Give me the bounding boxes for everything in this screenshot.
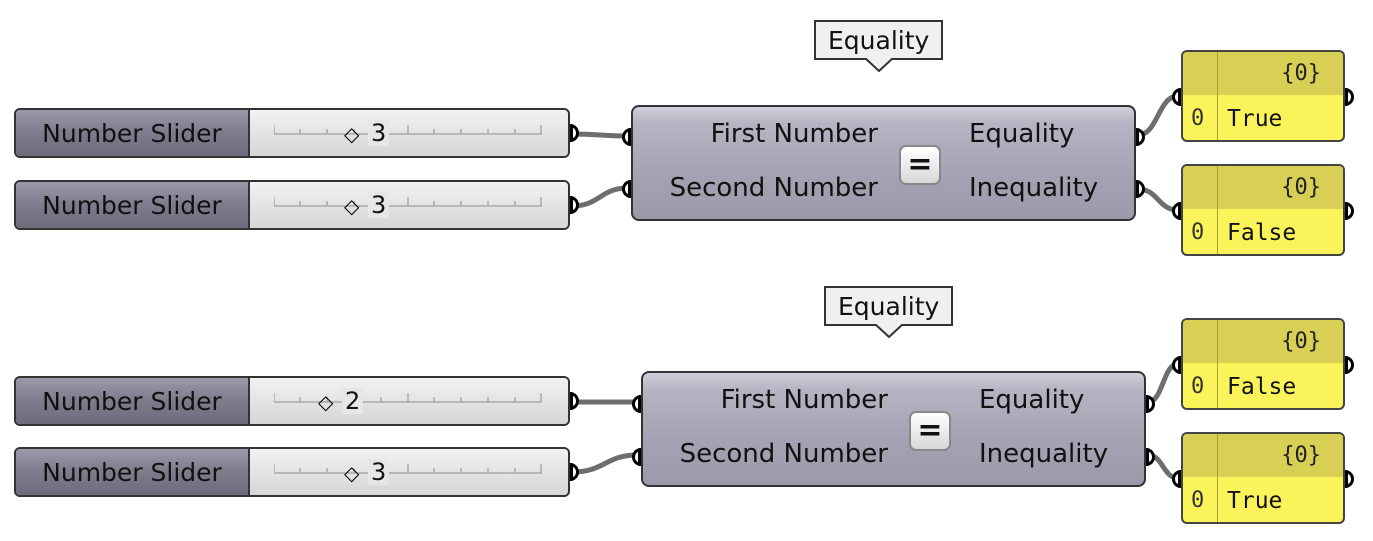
panel-item-value: True bbox=[1227, 488, 1283, 514]
wire[interactable] bbox=[1135, 93, 1181, 138]
input-grip[interactable] bbox=[1172, 202, 1181, 220]
slider-value: 3 bbox=[368, 192, 390, 218]
slider-track[interactable]: ◇ 3 bbox=[250, 110, 568, 156]
panel-branch-path: {0} bbox=[1281, 61, 1321, 86]
output-grip[interactable] bbox=[570, 196, 579, 214]
panel-branch-path: {0} bbox=[1281, 175, 1321, 200]
panel[interactable]: {0} 0 False bbox=[1172, 318, 1354, 410]
panel-branch-path: {0} bbox=[1281, 329, 1321, 354]
tooltip-pointer bbox=[864, 58, 893, 72]
output-equality: Equality bbox=[979, 385, 1085, 415]
input-first-number: First Number bbox=[720, 385, 888, 415]
slider-track[interactable]: ◇ 3 bbox=[250, 449, 568, 495]
slider-label: Number Slider bbox=[16, 378, 250, 424]
output-grip[interactable] bbox=[1345, 470, 1354, 488]
input-second-number: Second Number bbox=[679, 439, 888, 469]
panel-divider bbox=[1217, 434, 1218, 522]
panel[interactable]: {0} 0 True bbox=[1172, 50, 1354, 142]
input-grip[interactable] bbox=[622, 128, 631, 146]
number-slider[interactable]: Number Slider ◇ 3 bbox=[14, 108, 579, 158]
number-slider[interactable]: Number Slider ◇ 3 bbox=[14, 180, 579, 230]
number-slider[interactable]: Number Slider ◇ 2 bbox=[14, 376, 579, 426]
panel-item-index: 0 bbox=[1191, 374, 1205, 399]
output-grip[interactable] bbox=[1345, 88, 1354, 106]
wire[interactable] bbox=[569, 185, 631, 209]
input-second-number: Second Number bbox=[669, 173, 878, 203]
output-grip[interactable] bbox=[1345, 202, 1354, 220]
input-grip[interactable] bbox=[632, 395, 641, 413]
equality-icon: = bbox=[899, 145, 941, 185]
panel-item-value: False bbox=[1227, 374, 1297, 400]
component-tooltip: Equality bbox=[814, 20, 944, 72]
panel-header: {0} bbox=[1183, 166, 1343, 209]
panel-branch-path: {0} bbox=[1281, 443, 1321, 468]
slider-ticks bbox=[274, 464, 542, 474]
input-grip[interactable] bbox=[1172, 470, 1181, 488]
equality-component[interactable]: First Number Second Number = Equality In… bbox=[622, 105, 1145, 221]
slider-track[interactable]: ◇ 2 bbox=[250, 378, 568, 424]
output-inequality: Inequality bbox=[979, 439, 1109, 469]
tooltip-text: Equality bbox=[838, 292, 940, 321]
slider-label: Number Slider bbox=[16, 110, 250, 156]
output-grip[interactable] bbox=[1345, 356, 1354, 374]
output-equality: Equality bbox=[969, 119, 1075, 149]
panel-item-index: 0 bbox=[1191, 220, 1205, 245]
tooltip-pointer bbox=[874, 324, 903, 338]
equality-icon: = bbox=[909, 411, 951, 451]
output-grip[interactable] bbox=[1146, 395, 1155, 413]
panel[interactable]: {0} 0 True bbox=[1172, 432, 1354, 524]
panel-item-index: 0 bbox=[1191, 488, 1205, 513]
number-slider[interactable]: Number Slider ◇ 3 bbox=[14, 447, 579, 497]
output-grip[interactable] bbox=[1136, 180, 1145, 198]
input-first-number: First Number bbox=[710, 119, 878, 149]
tooltip-text: Equality bbox=[828, 26, 930, 55]
panel-item-value: False bbox=[1227, 220, 1297, 246]
equality-component[interactable]: First Number Second Number = Equality In… bbox=[632, 371, 1155, 487]
panel[interactable]: {0} 0 False bbox=[1172, 164, 1354, 256]
output-grip[interactable] bbox=[1146, 448, 1155, 466]
slider-label: Number Slider bbox=[16, 449, 250, 495]
input-grip[interactable] bbox=[632, 448, 641, 466]
panel-item-value: True bbox=[1227, 106, 1283, 132]
panel-header: {0} bbox=[1183, 434, 1343, 477]
input-grip[interactable] bbox=[622, 180, 631, 198]
component-tooltip: Equality bbox=[824, 286, 954, 338]
slider-ticks bbox=[274, 197, 542, 207]
panel-item-index: 0 bbox=[1191, 106, 1205, 131]
panel-divider bbox=[1217, 52, 1218, 140]
output-grip[interactable] bbox=[1136, 128, 1145, 146]
diamond-icon[interactable]: ◇ bbox=[318, 390, 334, 414]
panel-divider bbox=[1217, 166, 1218, 254]
slider-ticks bbox=[274, 125, 542, 135]
output-grip[interactable] bbox=[570, 124, 579, 142]
input-grip[interactable] bbox=[1172, 88, 1181, 106]
diamond-icon[interactable]: ◇ bbox=[344, 194, 360, 218]
slider-value: 3 bbox=[368, 459, 390, 485]
diamond-icon[interactable]: ◇ bbox=[344, 461, 360, 485]
output-grip[interactable] bbox=[570, 392, 579, 410]
slider-track[interactable]: ◇ 3 bbox=[250, 182, 568, 228]
wire[interactable] bbox=[569, 452, 641, 475]
input-grip[interactable] bbox=[1172, 356, 1181, 374]
panel-divider bbox=[1217, 320, 1218, 408]
panel-header: {0} bbox=[1183, 320, 1343, 363]
slider-value: 3 bbox=[368, 120, 390, 146]
slider-ticks bbox=[274, 393, 542, 403]
slider-value: 2 bbox=[342, 388, 364, 414]
output-inequality: Inequality bbox=[969, 173, 1099, 203]
diamond-icon[interactable]: ◇ bbox=[344, 122, 360, 146]
panel-header: {0} bbox=[1183, 52, 1343, 95]
slider-label: Number Slider bbox=[16, 182, 250, 228]
output-grip[interactable] bbox=[570, 463, 579, 481]
wire[interactable] bbox=[569, 131, 631, 139]
